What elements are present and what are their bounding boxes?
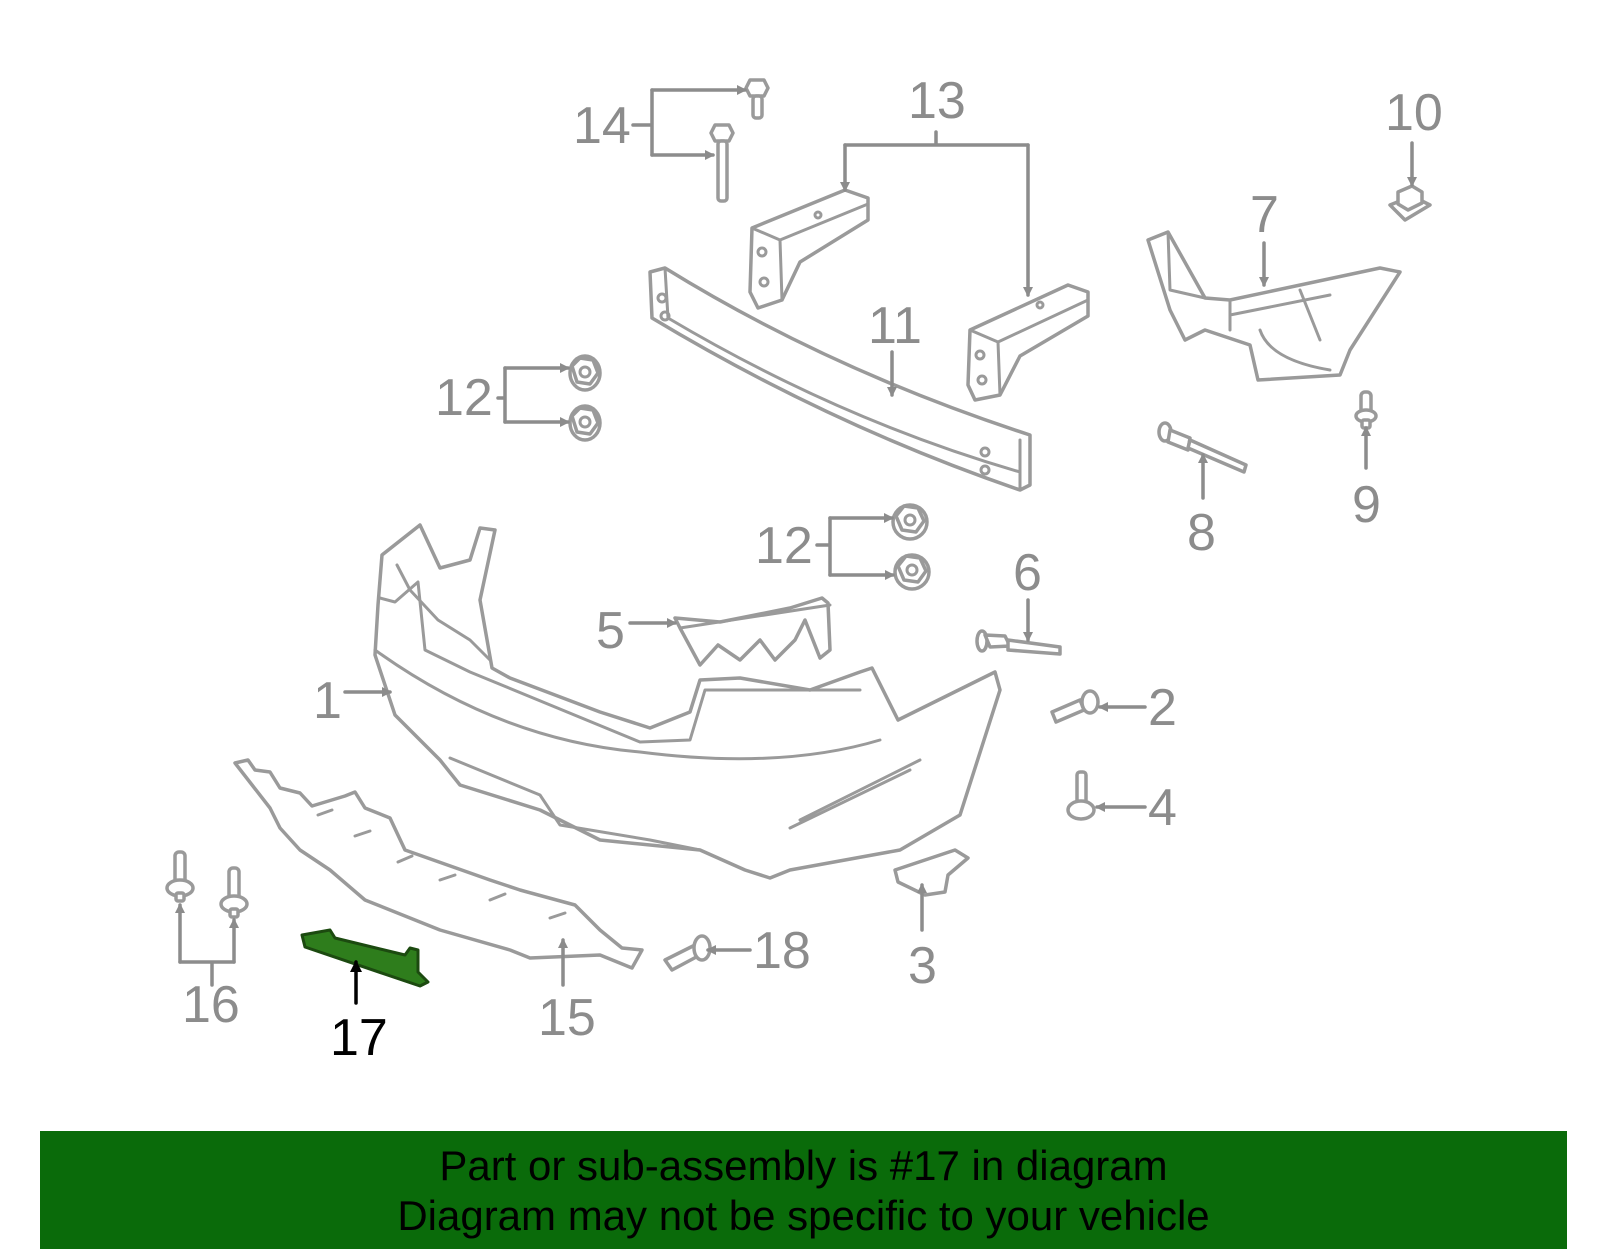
callout-14: 14 (573, 97, 631, 155)
callout-7: 7 (1250, 186, 1279, 244)
small-bolt-part (1354, 390, 1378, 430)
callout-11: 11 (868, 297, 922, 355)
flange-nut-lower-part (891, 503, 929, 541)
callout-4: 4 (1148, 779, 1177, 837)
callout-1: 1 (313, 672, 342, 730)
highlighted-part-17 (300, 928, 430, 988)
leader-lines (175, 85, 1417, 1005)
clip-left-part (165, 850, 195, 903)
screw-lower-part (663, 934, 712, 972)
bumper-cover-part (373, 523, 1002, 880)
bolt-short-part (744, 78, 770, 120)
clip-nut-part (1388, 184, 1432, 222)
callout-labels: 14 13 10 7 11 12 12 9 8 6 5 1 2 4 3 18 1… (182, 72, 1443, 1067)
push-pin-part (1157, 421, 1248, 474)
caption-line-1: Part or sub-assembly is #17 in diagram (439, 1142, 1168, 1189)
callout-6: 6 (1013, 544, 1042, 602)
callout-10: 10 (1385, 84, 1443, 142)
callout-8: 8 (1187, 504, 1216, 562)
callout-9: 9 (1352, 476, 1381, 534)
side-bracket-part (1146, 230, 1402, 382)
callout-12-upper: 12 (435, 369, 493, 427)
reinforcement-beam-part (648, 266, 1032, 492)
flange-nut-upper-part (568, 354, 602, 392)
flange-nut-lower-part-2 (893, 553, 931, 591)
callout-3: 3 (908, 937, 937, 995)
mounting-bracket-left-part (748, 188, 870, 310)
callout-18: 18 (753, 922, 811, 980)
callout-17: 17 (330, 1009, 388, 1067)
clip-bolt-part (1066, 770, 1096, 821)
caption-line-2: Diagram may not be specific to your vehi… (397, 1192, 1210, 1239)
bolt-long-part (709, 123, 735, 203)
small-bracket-part (893, 848, 970, 897)
callout-2: 2 (1148, 679, 1177, 737)
callout-5: 5 (596, 602, 625, 660)
under-cover-part (233, 758, 644, 970)
screw-part (1050, 689, 1100, 724)
center-bracket-part (673, 596, 832, 667)
flange-nut-upper-part-2 (568, 404, 602, 442)
mounting-bracket-right-part (966, 283, 1090, 402)
clip-right-part (219, 866, 249, 919)
callout-13: 13 (908, 72, 966, 130)
caption-banner: Part or sub-assembly is #17 in diagram D… (40, 1131, 1567, 1249)
callout-16: 16 (182, 976, 240, 1034)
callout-12-lower: 12 (755, 517, 813, 575)
callout-15: 15 (538, 989, 596, 1047)
push-pin-long-part (975, 629, 1062, 656)
